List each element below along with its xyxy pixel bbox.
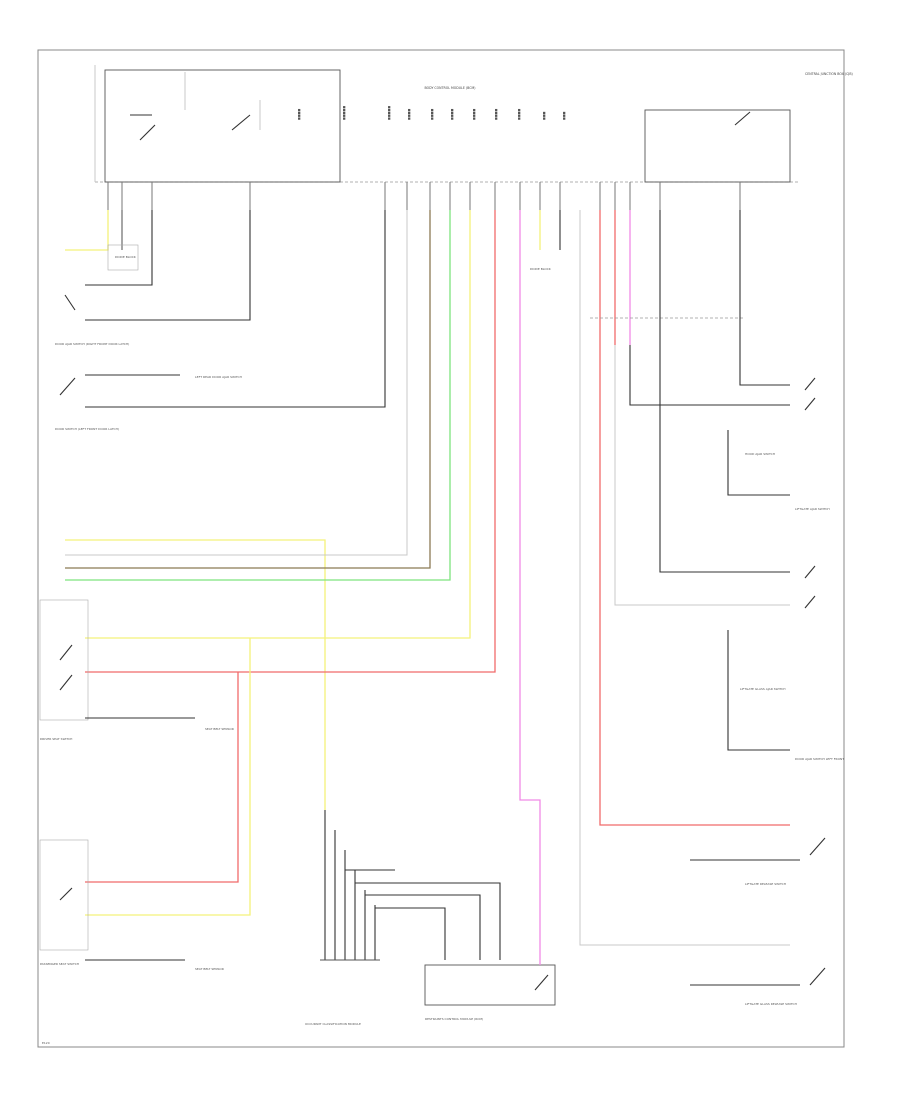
- wire-grey-glass-release: [579, 210, 790, 946]
- wire-red-liftgate: [599, 210, 790, 826]
- glass-release-switch: [809, 967, 826, 986]
- liftgate-release-switch: [809, 837, 826, 856]
- occupant-module-wires: [320, 810, 501, 961]
- restraints-module-label: RESTRAINTS CONTROL MODULE (RCM): [425, 1017, 483, 1021]
- hood-switch-1: [804, 377, 816, 391]
- wire-brown: [65, 210, 431, 569]
- svg-text:■■■■: ■■■■: [297, 108, 301, 120]
- wire-liftgate-ajar: [727, 430, 790, 496]
- occupant-module-label: OCCUPANT CLASSIFICATION MODULE: [305, 1022, 361, 1026]
- wire-yellow-diode: [65, 210, 109, 251]
- module-title: BODY CONTROL MODULE (BCM): [425, 86, 476, 90]
- wire-yellow-long: [65, 539, 326, 810]
- svg-text:■■■■: ■■■■: [494, 108, 498, 120]
- rf-door-switch: [64, 294, 76, 311]
- wire-pink-restraints: [519, 210, 541, 965]
- wire-grey-1: [65, 210, 408, 556]
- driver-seat-switch-2: [59, 674, 73, 691]
- svg-text:■■■■: ■■■■: [430, 108, 434, 120]
- junction-label: DIODE BLOCK: [530, 267, 552, 271]
- svg-text:■■■■: ■■■■: [472, 108, 476, 120]
- driver-seat-switch-1: [59, 644, 73, 661]
- wire-dark-hood: [739, 210, 790, 386]
- svg-text:■■■■: ■■■■: [407, 108, 411, 120]
- pin-labels: ■■■■ ■■■■■ ■■■■■ ■■■■ ■■■■ ■■■■ ■■■■ ■■■…: [297, 106, 566, 120]
- hood-ajar-label: HOOD AJAR SWITCH: [745, 452, 775, 456]
- wire-lf-door: [85, 210, 386, 408]
- wire-yellow-driver: [85, 210, 471, 639]
- lf-door-label: DOOR SWITCH (LEFT FRONT DOOR LATCH): [55, 427, 119, 431]
- passenger-seat-switch-box: [39, 839, 89, 951]
- wire-grey-liftgate-glass: [614, 345, 790, 606]
- wire-liftgate-glass: [727, 630, 790, 751]
- hood-switch-2: [804, 397, 816, 411]
- wire-hood-ajar: [629, 345, 790, 406]
- diagram-frame: [37, 49, 845, 1048]
- cjb-switch: [734, 111, 751, 126]
- svg-text:■■■■: ■■■■: [517, 108, 521, 120]
- passenger-belt-label: SEAT BELT SENSOR: [195, 967, 224, 971]
- rf-door-ajar-label: DOOR AJAR SWITCH (RIGHT FRONT DOOR LATCH…: [55, 342, 129, 346]
- passenger-seat-switch: [59, 887, 73, 901]
- cjb-internal-box: [644, 109, 791, 183]
- driver-seat-switch-box: [39, 599, 89, 721]
- wire-dark-liftgate: [659, 210, 790, 573]
- lr-door-ajar-label: LEFT REAR DOOR AJAR SWITCH: [195, 375, 242, 379]
- internal-switch-2: [231, 114, 251, 131]
- svg-text:■■■■■: ■■■■■: [387, 106, 391, 120]
- wire-green: [65, 210, 451, 581]
- passenger-seat-switch-label: PASSENGER SEAT SWITCH: [40, 962, 79, 966]
- top-right-label: CENTRAL JUNCTION BOX (CJB): [805, 72, 853, 76]
- restraints-module-box: [424, 964, 556, 1006]
- liftgate-ajar-label: LIFTGATE AJAR SWITCH: [795, 507, 830, 511]
- wire-red-passenger: [85, 672, 239, 883]
- connector-pins: [107, 182, 741, 210]
- glass-release-label: LIFTGATE GLASS RELEASE SWITCH: [745, 1002, 797, 1006]
- bottom-left-label: E120: [42, 1041, 50, 1045]
- driver-belt-label: SEAT BELT SENSOR: [205, 727, 234, 731]
- wire-red-driver: [85, 210, 496, 673]
- wire-rf-door-ajar-2: [85, 210, 251, 321]
- liftgate-glass-switch-1: [804, 565, 816, 579]
- liftgate-glass-label: LIFTGATE GLASS AJAR SWITCH: [740, 687, 786, 691]
- diode-block: [107, 244, 139, 271]
- liftgate-glass-switch-2: [804, 595, 816, 609]
- svg-text:■■■■: ■■■■: [450, 108, 454, 120]
- svg-text:■■■■■: ■■■■■: [342, 106, 346, 120]
- liftgate-release-label: LIFTGATE RELEASE SWITCH: [745, 882, 786, 886]
- door-ajar-lf-label: DOOR AJAR SWITCH LEFT FRONT: [795, 757, 844, 761]
- svg-text:■■■: ■■■: [562, 111, 566, 120]
- power-distribution-box: [104, 69, 341, 183]
- svg-text:■■■: ■■■: [542, 111, 546, 120]
- restraints-switch: [534, 974, 549, 991]
- internal-switch-1: [139, 124, 156, 141]
- wire-yellow-passenger: [85, 638, 251, 916]
- lf-door-switch: [59, 377, 76, 396]
- driver-seat-switch-label: DRIVER SEAT SWITCH: [40, 737, 72, 741]
- wire-rf-door-ajar-1: [85, 210, 153, 286]
- diode-block-label: DIODE BLOCK: [115, 255, 137, 259]
